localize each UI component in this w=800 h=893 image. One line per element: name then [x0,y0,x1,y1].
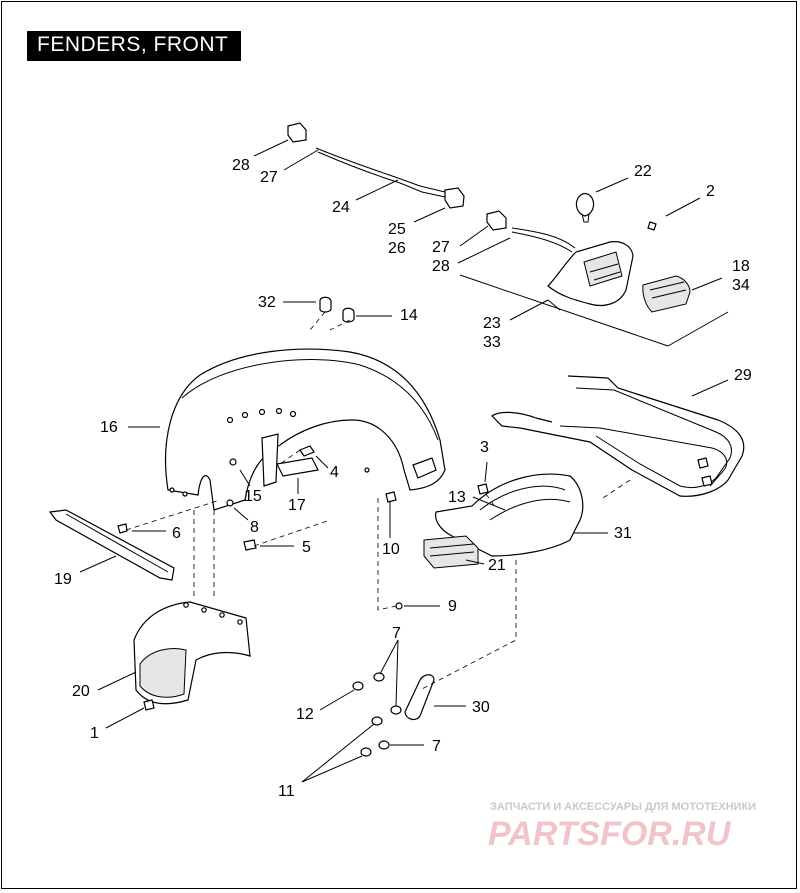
wiring-harness [287,122,465,209]
callout-23: 23 [483,315,501,332]
washers-nuts [352,672,435,757]
leader-lines [79,139,729,783]
callout-4: 4 [330,464,339,481]
callout-7a: 7 [392,625,401,642]
callout-28a: 28 [232,157,250,174]
callout-14: 14 [400,307,418,324]
callout-21: 21 [488,557,506,574]
callout-31: 31 [614,525,632,542]
callout-6: 6 [172,525,181,542]
callout-27b: 27 [432,239,450,256]
callout-7b: 7 [432,738,441,755]
callout-22: 22 [634,163,652,180]
mud-flap [133,601,251,711]
callout-16: 16 [100,419,118,436]
callouts: 28 27 24 25 26 22 2 27 28 18 34 32 14 23… [54,157,752,800]
callout-11: 11 [278,783,295,800]
callout-5: 5 [302,539,311,556]
title-box [27,31,241,61]
page-title: FENDERS, FRONT [37,33,229,56]
callout-25: 25 [388,221,406,238]
callout-15: 15 [244,488,262,505]
callout-9: 9 [448,598,457,615]
callout-18: 18 [732,258,750,275]
callout-33: 33 [483,334,501,351]
fender-tip [423,473,584,569]
callout-34: 34 [732,277,750,294]
trim-strip [48,509,175,581]
lamp-assembly [486,192,691,313]
callout-13: 13 [448,489,466,506]
callout-32: 32 [258,294,276,311]
watermark-tagline: ЗАПЧАСТИ И АКСЕССУАРЫ ДЛЯ МОТОТЕХНИКИ [490,801,756,813]
callout-10: 10 [382,541,400,558]
watermark-logo: PARTSFOR.RU [488,815,732,853]
callout-27a: 27 [260,169,278,186]
callout-12: 12 [296,706,314,723]
fender-brackets [226,433,319,507]
watermark: ЗАПЧАСТИ И АКСЕССУАРЫ ДЛЯ МОТОТЕХНИКИ PA… [488,801,756,853]
assembly-lines [125,311,631,691]
fender-rail [491,375,745,497]
callout-8: 8 [250,519,259,536]
callout-19: 19 [54,571,72,588]
callout-24: 24 [332,199,350,216]
callout-17: 17 [288,497,306,514]
callout-20: 20 [72,683,90,700]
callout-28b: 28 [432,258,450,275]
callout-3: 3 [480,439,489,456]
callout-30: 30 [472,699,490,716]
callout-29: 29 [734,367,752,384]
callout-2: 2 [706,183,715,200]
front-fender [165,348,446,511]
callout-26: 26 [388,240,406,257]
callout-1: 1 [90,725,99,742]
